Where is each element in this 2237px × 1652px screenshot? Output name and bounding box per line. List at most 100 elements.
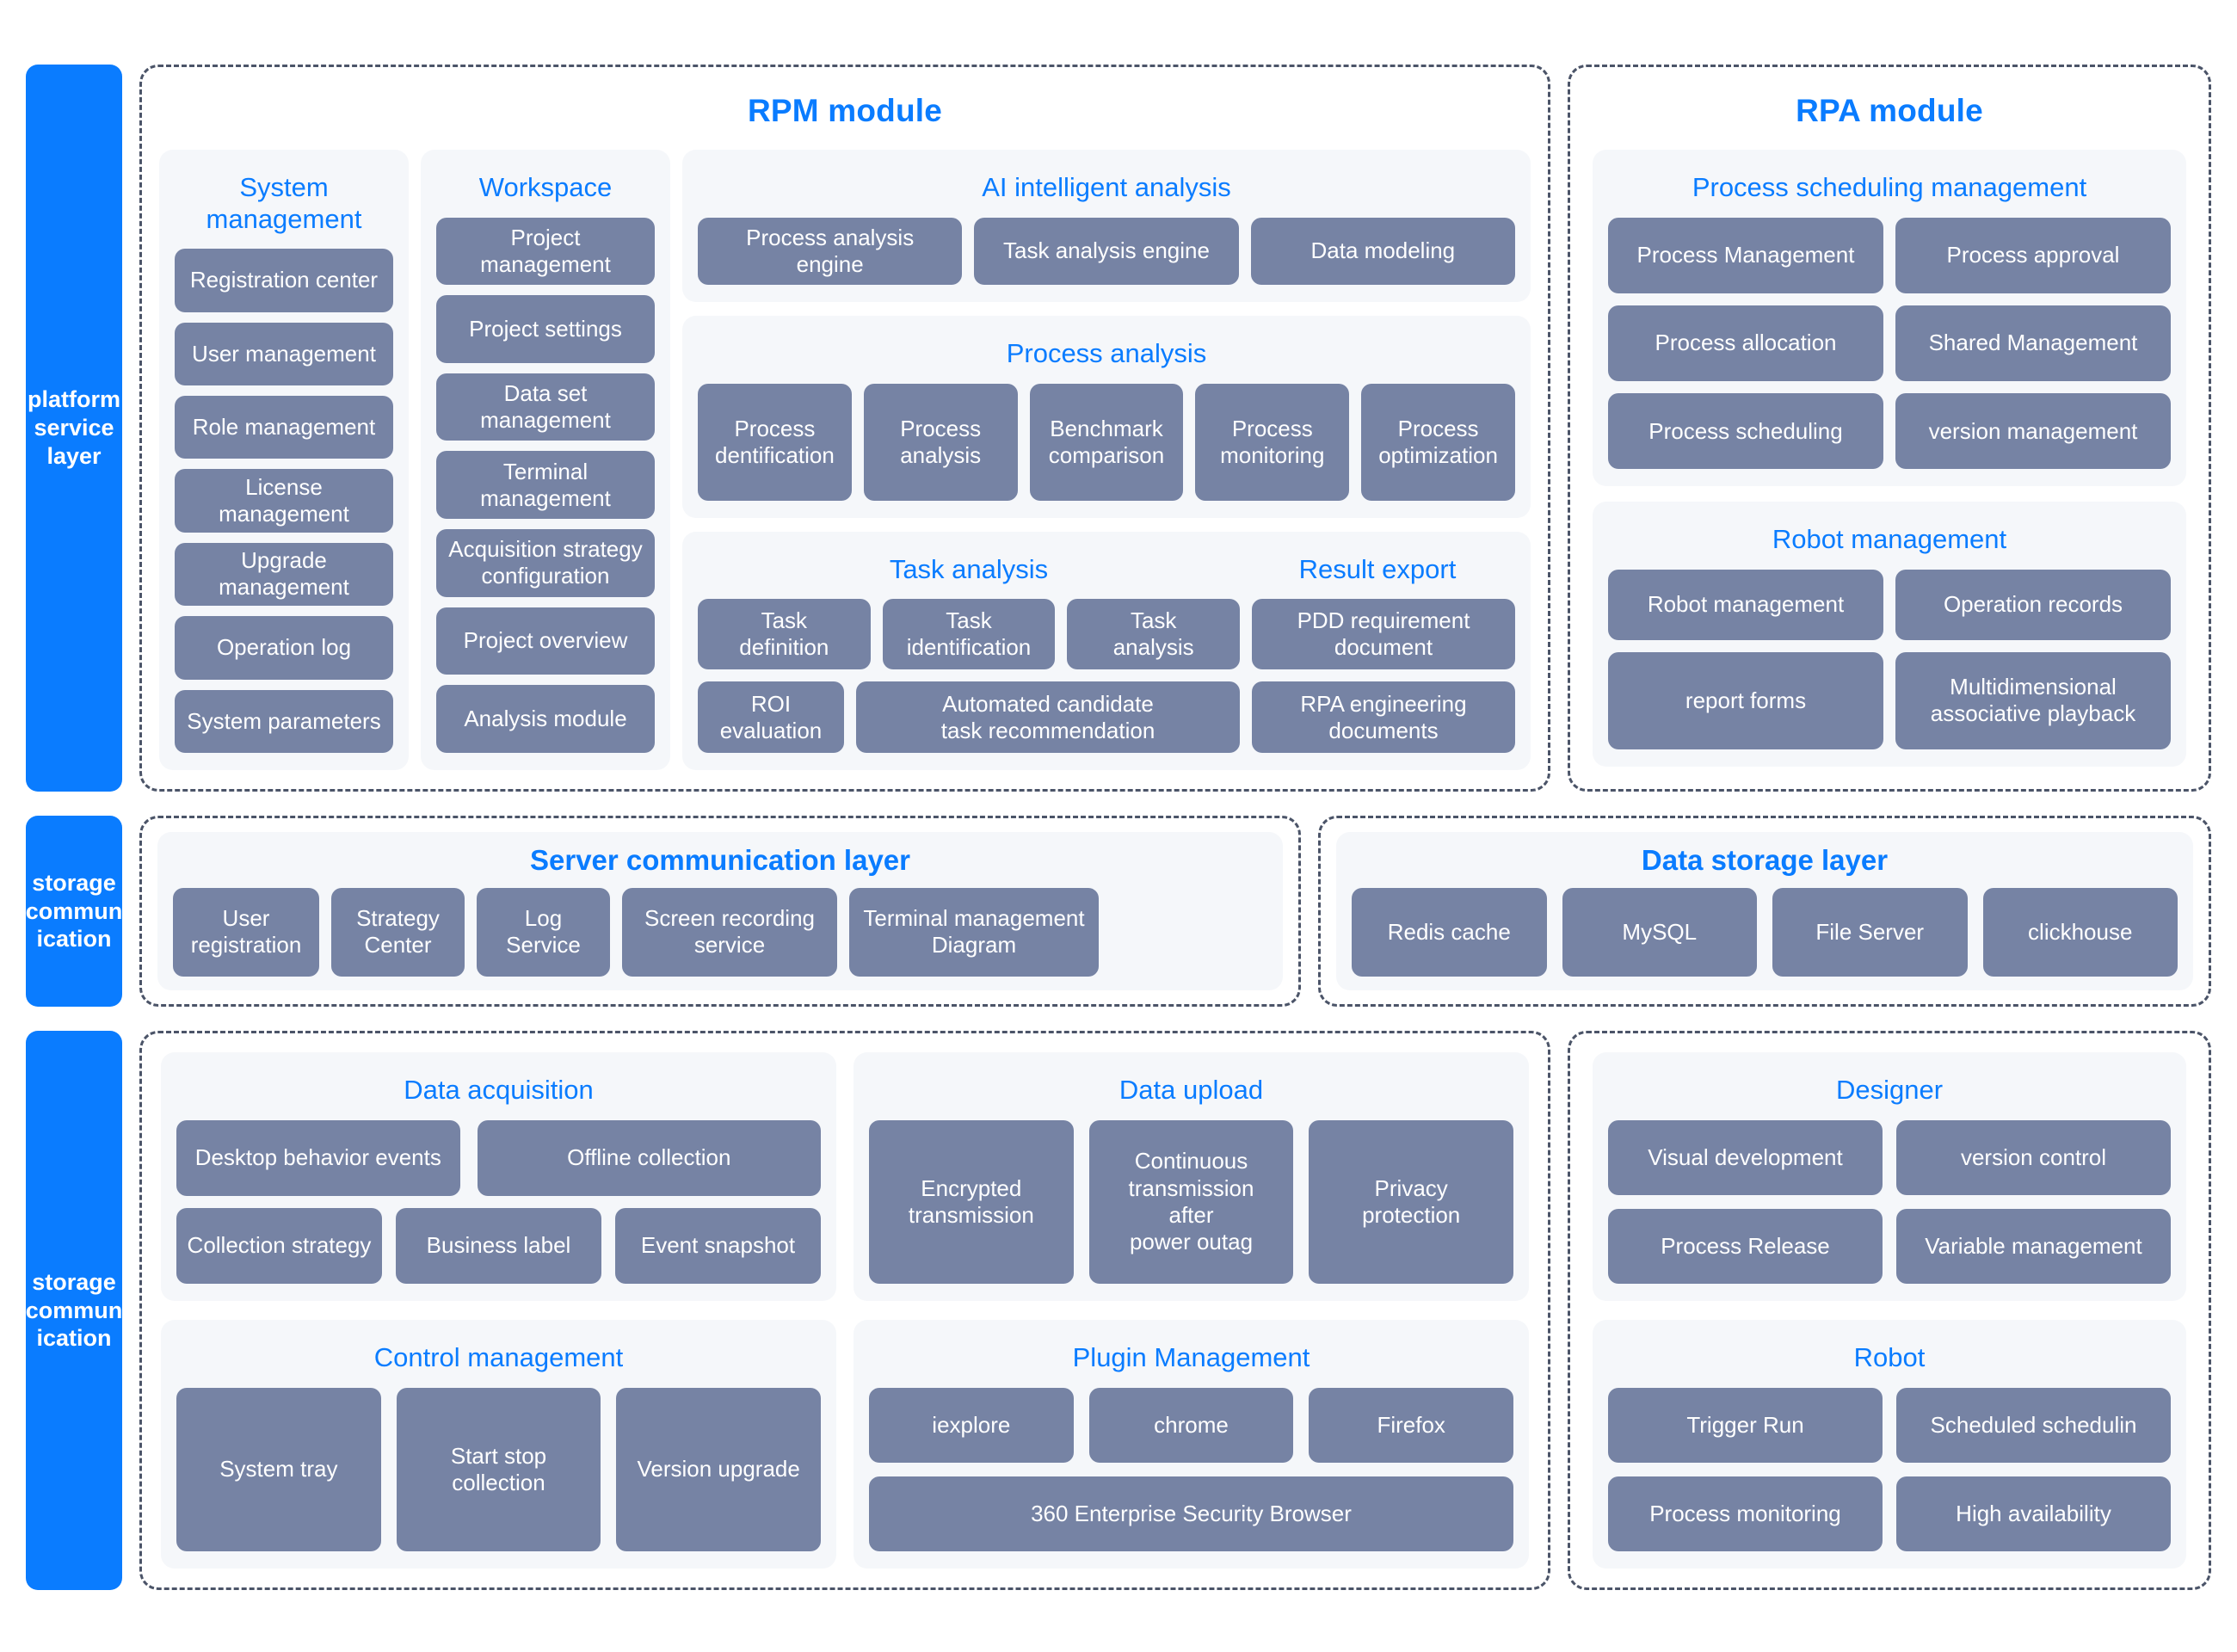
server-communication-layer-panel: Server communication layer User registra… <box>157 832 1283 990</box>
control-management-title: Control management <box>373 1342 624 1372</box>
client-collection-container: Data acquisition Desktop behavior events… <box>139 1031 1550 1590</box>
robot-management-panel: Robot management Robot management Operat… <box>1593 502 2186 767</box>
tile-version-upgrade[interactable]: Version upgrade <box>616 1387 822 1551</box>
robot-list: Trigger Run Scheduled schedulin Process … <box>1608 1387 2171 1551</box>
tile-screen-recording-service[interactable]: Screen recording service <box>622 887 837 977</box>
tile-scheduled-scheduling[interactable]: Scheduled schedulin <box>1896 1387 2171 1463</box>
tile-chrome[interactable]: chrome <box>1088 1387 1294 1463</box>
tile-mysql[interactable]: MySQL <box>1562 887 1757 977</box>
tile-trigger-run[interactable]: Trigger Run <box>1608 1387 1883 1463</box>
data-acquisition-row-1: Desktop behavior events Offline collecti… <box>176 1119 821 1196</box>
task-analysis-row-1: Task definition Task identification Task… <box>698 598 1241 670</box>
tile-task-analysis-engine[interactable]: Task analysis engine <box>974 217 1239 285</box>
tile-multidimensional-associative-playback[interactable]: Multidimensional associative playback <box>1895 651 2171 749</box>
tile-system-tray[interactable]: System tray <box>176 1387 381 1551</box>
tile-high-availability[interactable]: High availability <box>1896 1476 2171 1551</box>
tile-roi-evaluation[interactable]: ROI evaluation <box>698 681 844 754</box>
tile-continuous-transmission-after-power-outage[interactable]: Continuous transmission after power outa… <box>1088 1119 1294 1284</box>
tile-terminal-management[interactable]: Terminal management <box>436 451 655 520</box>
tile-system-parameters[interactable]: System parameters <box>175 689 393 753</box>
tile-data-modeling[interactable]: Data modeling <box>1250 217 1515 285</box>
process-analysis-panel: Process analysis Process dentification P… <box>682 315 1531 518</box>
tile-version-control[interactable]: version control <box>1896 1119 2171 1195</box>
tile-benchmark-comparison[interactable]: Benchmark comparison <box>1029 383 1184 501</box>
tile-clickhouse[interactable]: clickhouse <box>1982 887 2178 977</box>
layer-label-storage-communication-mid: storage commun ication <box>26 816 122 1007</box>
tile-process-approval[interactable]: Process approval <box>1895 217 2171 293</box>
tile-desktop-behavior-events[interactable]: Desktop behavior events <box>176 1119 460 1196</box>
tile-task-analysis[interactable]: Task analysis <box>1067 598 1241 670</box>
workspace-title: Workspace <box>478 172 613 202</box>
process-analysis-title: Process analysis <box>1006 337 1207 368</box>
tile-operation-log[interactable]: Operation log <box>175 616 393 680</box>
tile-business-label[interactable]: Business label <box>396 1207 601 1285</box>
system-management-panel: System management Registration center Us… <box>159 150 409 770</box>
data-acquisition-panel: Data acquisition Desktop behavior events… <box>161 1052 836 1301</box>
tile-process-optimization[interactable]: Process optimization <box>1361 383 1515 501</box>
tile-privacy-protection[interactable]: Privacy protection <box>1309 1119 1514 1284</box>
tile-rpa-engineering-documents[interactable]: RPA engineering documents <box>1252 681 1515 754</box>
rpm-module-title: RPM module <box>747 93 943 128</box>
tile-project-settings[interactable]: Project settings <box>436 295 655 363</box>
tile-log-service[interactable]: Log Service <box>477 887 610 977</box>
tile-project-overview[interactable]: Project overview <box>436 607 655 675</box>
tile-process-analysis[interactable]: Process analysis <box>863 383 1018 501</box>
tile-start-stop-collection[interactable]: Start stop collection <box>396 1387 601 1551</box>
tile-pdd-requirement-document[interactable]: PDD requirement document <box>1252 598 1515 670</box>
tile-role-management[interactable]: Role management <box>175 395 393 459</box>
tile-process-dentification[interactable]: Process dentification <box>698 383 852 501</box>
tile-automated-candidate-task-recommendation[interactable]: Automated candidate task recommendation <box>856 681 1240 754</box>
tile-event-snapshot[interactable]: Event snapshot <box>615 1207 821 1285</box>
data-storage-layer-title: Data storage layer <box>1641 844 1889 876</box>
tile-acquisition-strategy-configuration[interactable]: Acquisition strategy configuration <box>436 529 655 597</box>
tile-process-scheduling[interactable]: Process scheduling <box>1608 393 1883 470</box>
tile-report-forms[interactable]: report forms <box>1608 651 1883 749</box>
tile-analysis-module[interactable]: Analysis module <box>436 685 655 753</box>
tile-robot-management[interactable]: Robot management <box>1608 569 1883 640</box>
tile-file-server[interactable]: File Server <box>1772 887 1968 977</box>
tile-user-management[interactable]: User management <box>175 322 393 385</box>
tile-iexplore[interactable]: iexplore <box>869 1387 1074 1463</box>
tile-license-management[interactable]: License management <box>175 469 393 533</box>
task-result-columns: Task definition Task identification Task… <box>698 598 1515 754</box>
tile-process-analysis-engine[interactable]: Process analysis engine <box>698 217 963 285</box>
tile-process-management-rpa[interactable]: Process Management <box>1608 217 1883 293</box>
tile-task-definition[interactable]: Task definition <box>698 598 871 670</box>
tile-process-monitoring[interactable]: Process monitoring <box>1195 383 1350 501</box>
data-acquisition-title: Data acquisition <box>404 1075 594 1105</box>
tile-process-release[interactable]: Process Release <box>1608 1208 1883 1284</box>
tile-process-allocation[interactable]: Process allocation <box>1608 305 1883 382</box>
process-scheduling-management-title: Process scheduling management <box>1692 172 2087 202</box>
tile-terminal-management-diagram[interactable]: Terminal management Diagram <box>849 887 1099 977</box>
tile-operation-records[interactable]: Operation records <box>1895 569 2171 640</box>
tile-strategy-center[interactable]: Strategy Center <box>331 887 465 977</box>
tile-variable-management[interactable]: Variable management <box>1896 1208 2171 1284</box>
tile-task-identification[interactable]: Task identification <box>882 598 1056 670</box>
tile-user-registration[interactable]: User registration <box>173 887 319 977</box>
tile-visual-development[interactable]: Visual development <box>1608 1119 1883 1195</box>
tile-process-monitoring-robot[interactable]: Process monitoring <box>1608 1476 1883 1551</box>
robot-management-list: Robot management Operation records repor… <box>1608 569 2171 749</box>
tile-upgrade-management[interactable]: Upgrade management <box>175 542 393 607</box>
tile-encrypted-transmission[interactable]: Encrypted transmission <box>869 1119 1074 1284</box>
client-collection-column-1: Data acquisition Desktop behavior events… <box>161 1052 836 1569</box>
tile-collection-strategy[interactable]: Collection strategy <box>176 1207 382 1285</box>
tile-registration-center[interactable]: Registration center <box>175 249 393 312</box>
process-scheduling-management-panel: Process scheduling management Process Ma… <box>1593 150 2186 487</box>
data-storage-layer-panel: Data storage layer Redis cache MySQL Fil… <box>1336 832 2193 990</box>
tile-version-management[interactable]: version management <box>1895 393 2171 470</box>
tile-360-enterprise-security-browser[interactable]: 360 Enterprise Security Browser <box>869 1476 1513 1552</box>
tile-project-management[interactable]: Project management <box>436 217 655 286</box>
tile-offline-collection[interactable]: Offline collection <box>477 1119 821 1196</box>
plugin-management-panel: Plugin Management iexplore chrome Firefo… <box>854 1320 1529 1569</box>
storage-communication-mid-band: storage commun ication Server communicat… <box>26 816 2211 1007</box>
server-communication-container: Server communication layer User registra… <box>139 816 1301 1007</box>
tile-firefox[interactable]: Firefox <box>1309 1387 1514 1463</box>
tile-data-set-management[interactable]: Data set management <box>436 373 655 441</box>
tile-shared-management[interactable]: Shared Management <box>1895 305 2171 382</box>
tile-redis-cache[interactable]: Redis cache <box>1352 887 1547 977</box>
rpa-client-body: Designer Visual development version cont… <box>1570 1033 2209 1587</box>
rpa-module-title: RPA module <box>1796 93 1983 128</box>
data-storage-layer-list: Redis cache MySQL File Server clickhouse <box>1352 887 2178 977</box>
